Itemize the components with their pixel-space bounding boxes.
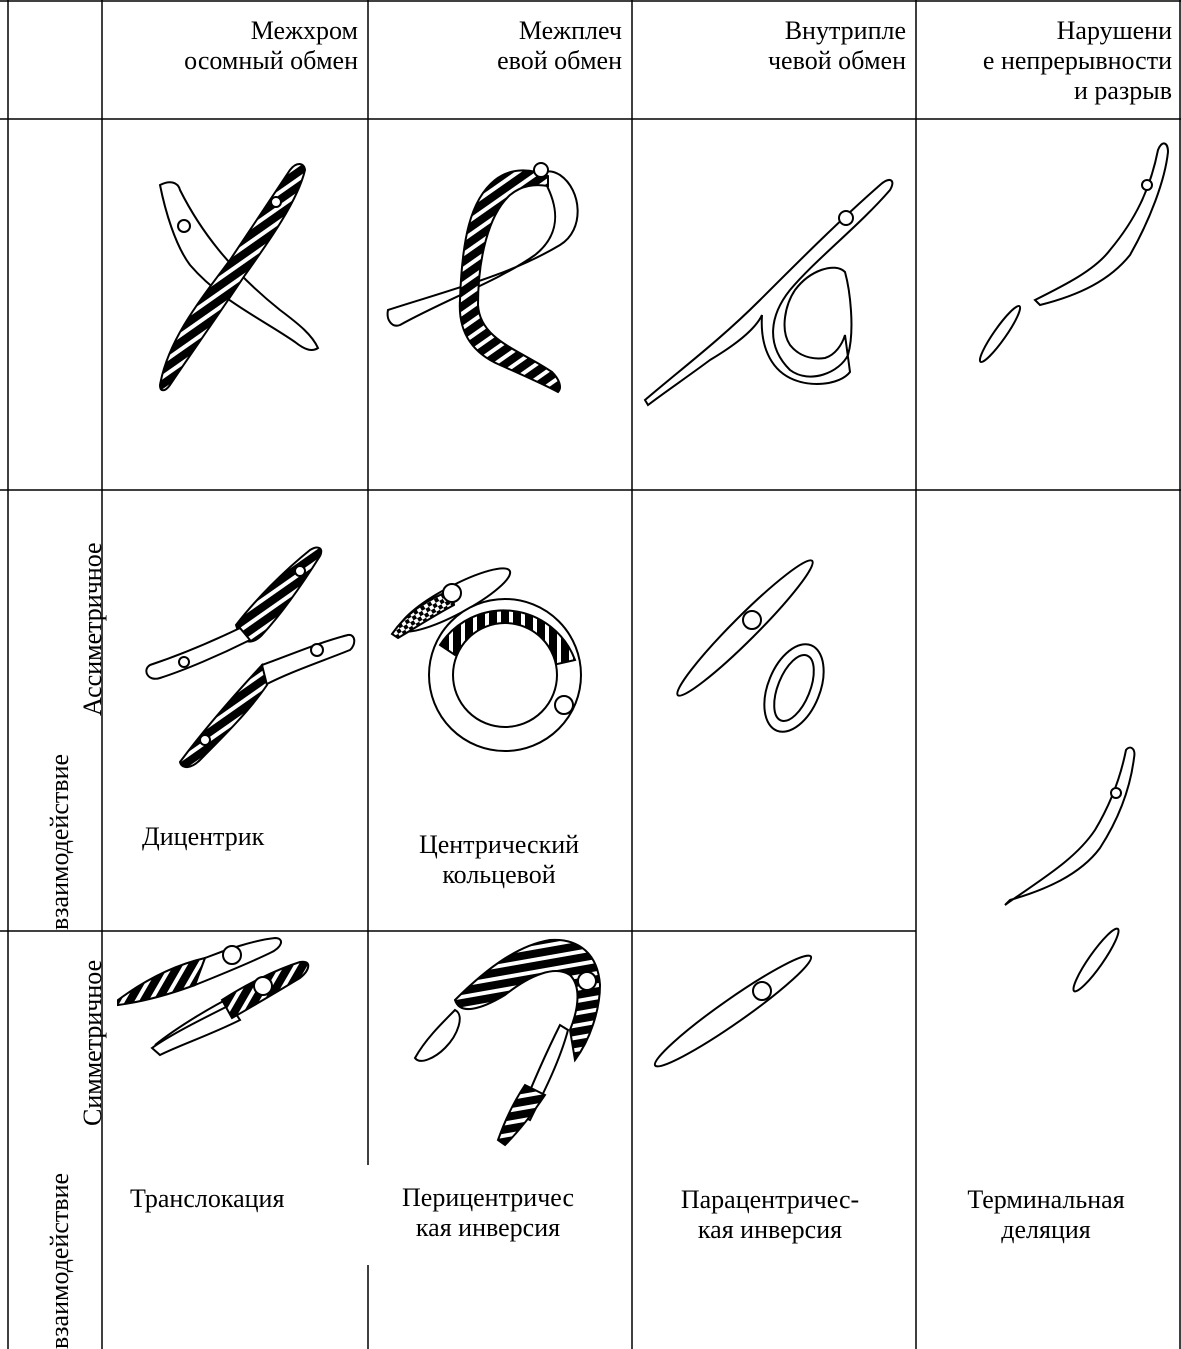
label-translocation: Транслокация (130, 1184, 284, 1214)
label-pericentric-inversion: Перицентричес кая инверсия (378, 1183, 598, 1243)
label-centric-ring: Центрический кольцевой (384, 830, 614, 890)
dicentric-figure (146, 548, 354, 768)
label-paracentric-inversion: Парацентричес- кая инверсия (650, 1185, 890, 1245)
intraarm-exchange-figure (645, 180, 892, 405)
row-label-interaction-2: взаимодействие (45, 1173, 75, 1349)
header-interarm: Межплеч евой обмен (376, 16, 622, 76)
header-break: Нарушени е непрерывности и разрыв (924, 16, 1172, 106)
interchromosomal-exchange-figure (160, 164, 318, 390)
row-label-symmetric: Симметричное (78, 960, 108, 1126)
label-terminal-deletion: Терминальная деляция (926, 1185, 1166, 1245)
centric-ring-figure (392, 559, 581, 751)
header-interchromosomal: Межхром осомный обмен (110, 16, 358, 76)
paracentric-inversion-figure (648, 947, 817, 1076)
interstitial-deletion-figure (669, 552, 835, 740)
terminal-deletion-figure (1005, 748, 1134, 996)
translocation-figure (118, 938, 308, 1055)
chromosome-break-figure (976, 143, 1168, 365)
row-label-asymmetric: Ассиметричное (78, 542, 108, 716)
row-label-interaction-1: взаимодействие (45, 754, 75, 930)
pericentric-inversion-figure (415, 940, 600, 1145)
interarm-exchange-figure (388, 163, 578, 392)
header-intraarm: Внутрипле чевой обмен (640, 16, 906, 76)
label-dicentric: Дицентрик (142, 822, 264, 852)
